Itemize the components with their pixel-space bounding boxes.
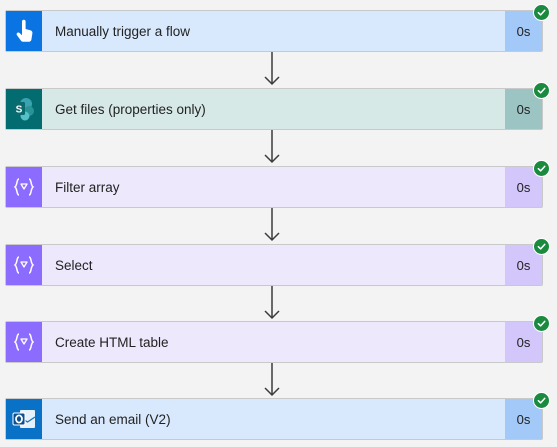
data-operation-icon <box>13 256 35 274</box>
step-icon-box: S <box>6 89 42 129</box>
flow-step-send-email[interactable]: Send an email (V2) 0s <box>5 392 550 440</box>
step-duration: 0s <box>505 245 542 285</box>
step-title: Manually trigger a flow <box>55 23 191 39</box>
flow-step-select[interactable]: Select 0s <box>5 238 550 286</box>
step-icon-box <box>6 399 42 439</box>
connector-arrow <box>264 363 280 397</box>
step-icon-box <box>6 245 42 285</box>
connector-arrow <box>264 52 280 86</box>
touch-trigger-icon <box>16 19 33 42</box>
step-icon-box <box>6 322 42 362</box>
step-icon-box <box>6 167 42 207</box>
step-title: Get files (properties only) <box>55 101 206 117</box>
success-check-icon <box>533 160 550 177</box>
flow-step-create-html-table[interactable]: Create HTML table 0s <box>5 315 550 363</box>
success-check-icon <box>533 392 550 409</box>
success-check-icon <box>533 82 550 99</box>
success-check-icon <box>533 4 550 21</box>
connector-arrow <box>264 130 280 164</box>
data-operation-icon <box>13 333 35 351</box>
step-title: Select <box>55 257 93 273</box>
success-check-icon <box>533 238 550 255</box>
svg-text:S: S <box>16 105 23 116</box>
outlook-icon <box>12 410 36 428</box>
step-title: Send an email (V2) <box>55 411 171 427</box>
connector-arrow <box>264 286 280 320</box>
step-title: Filter array <box>55 179 120 195</box>
flow-step-filter-array[interactable]: Filter array 0s <box>5 160 550 208</box>
flow-step-get-files[interactable]: S Get files (properties only) 0s <box>5 82 550 130</box>
sharepoint-icon: S <box>13 98 34 121</box>
step-icon-box <box>6 11 42 51</box>
flow-step-manual-trigger[interactable]: Manually trigger a flow 0s <box>5 4 550 52</box>
success-check-icon <box>533 315 550 332</box>
data-operation-icon <box>13 178 35 196</box>
step-title: Create HTML table <box>55 334 169 350</box>
connector-arrow <box>264 208 280 242</box>
